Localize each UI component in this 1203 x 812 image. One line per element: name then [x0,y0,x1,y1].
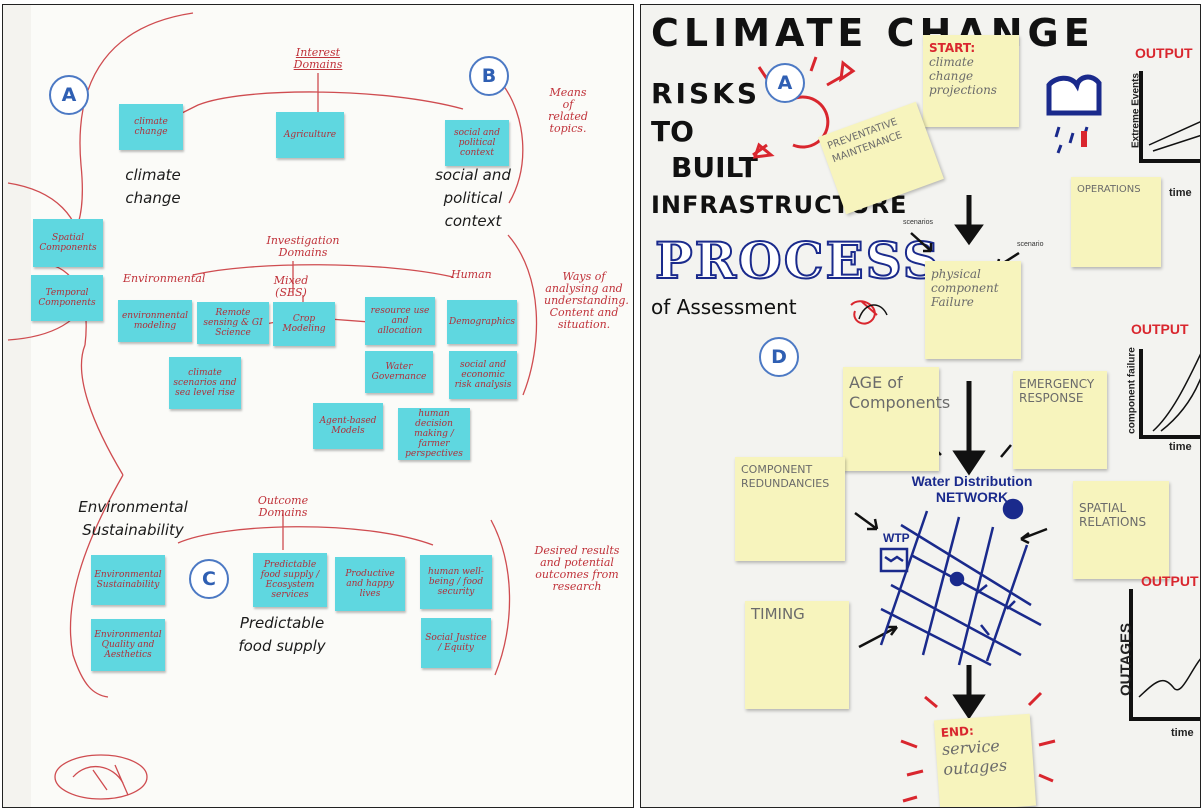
caption-predictable-food-supply: Predictable food supply [238,614,326,655]
sticky-note-component-redundancies: COMPONENT REDUNDANCIES [735,457,845,561]
output-label-middle: OUTPUT [1131,321,1189,337]
sticky-note-emergency-response: EMERGENCY RESPONSE [1013,371,1107,469]
sticky-note-human-wellbeing: human well-being / food security [420,555,492,609]
sticky-note-human-decision: human decision making / farmer perspecti… [398,408,470,460]
sticky-note-water-governance: Water Governance [365,351,433,393]
sticky-note-agriculture: Agriculture [276,112,344,158]
sticky-note-crop-modeling: Crop Modeling [273,302,335,346]
scenarios-label-1: scenarios [903,219,933,226]
start-body: climate change projections [929,55,997,97]
right-drawings [752,56,1200,803]
sticky-note-productive-lives: Productive and happy lives [335,557,405,611]
sticky-note-climate-scenarios: climate scenarios and sea level rise [169,357,241,409]
sticky-note-remote-sensing: Remote sensing & GI Science [197,302,269,344]
sticky-note-physical-failure: physical component Failure [925,261,1021,359]
axis-time-middle: time [1169,441,1192,453]
network-title: Water Distribution NETWORK [911,473,1033,505]
caption-social-political: social and political context [435,166,511,230]
title-risks: RISKS [651,77,761,110]
sticky-note-social-economic-risk: social and economic risk analysis [449,351,517,399]
badge-c: C [189,559,229,599]
sticky-note-spatial-relations: SPATIAL RELATIONS [1073,481,1169,579]
axis-extreme-events: Extreme Events [1130,72,1142,149]
sticky-note-social-political: social and political context [445,120,509,166]
badge-d: D [759,337,799,377]
sticky-note-environmental-quality: Environmental Quality and Aesthetics [91,619,165,671]
title-process: PROCESS [654,230,941,291]
axis-time-top: time [1169,187,1192,199]
investigation-side-note: Ways of analysing and understanding. Con… [544,270,629,331]
end-body: service outages [941,735,1008,779]
sticky-note-start: START: climate change projections [923,35,1019,127]
wtp-label: WTP [883,531,910,545]
sticky-note-operations: OPERATIONS [1071,177,1161,267]
investigation-domains-header: Investigation Domains [266,234,340,259]
right-photo-panel: CLIMATE CHANGE RISKS TO BUILT INFRASTRUC… [640,4,1201,808]
title-of-assessment: of Assessment [651,295,797,319]
sticky-note-social-justice: Social Justice / Equity [421,618,491,668]
sticky-note-spatial-components: Spatial Components [33,219,103,267]
sticky-note-environmental-sustainability: Environmental Sustainability [91,555,165,605]
sticky-note-timing: TIMING [745,601,849,709]
outcome-domains-header: Outcome Domains [257,494,309,519]
environmental-header: Environmental [123,272,206,285]
sticky-note-agent-based-models: Agent-based Models [313,403,383,449]
caption-environmental-sustainability: Environmental Sustainability [78,498,188,539]
output-label-bottom: OUTPUT [1141,573,1199,589]
title-built: BUILT [671,151,758,184]
badge-a-left: A [49,75,89,115]
badge-b: B [469,56,509,96]
caption-climate-change: climate change [125,166,181,207]
left-photo-panel: Interest Domains Investigation Domains O… [2,4,634,808]
start-tag: START: [929,41,976,55]
axis-component-failure: component failure [1126,347,1138,434]
output-label-top: OUTPUT [1135,45,1193,61]
sticky-note-end: END: service outages [933,713,1037,807]
interest-domains-header: Interest Domains [293,46,343,71]
sticky-note-food-supply: Predictable food supply / Ecosystem serv… [253,553,327,607]
scenarios-label-2: scenario [1017,241,1044,248]
sticky-note-demographics: Demographics [447,300,517,344]
badge-a-right: A [765,63,805,103]
human-header: Human [451,268,492,281]
title-to: TO [651,115,694,148]
interest-side-note: Means of related topics. [548,86,588,135]
sticky-note-temporal-components: Temporal Components [31,275,103,321]
axis-time-bottom: time [1171,727,1194,739]
mixed-header: Mixed (SES) [273,274,309,299]
sticky-note-climate-change: climate change [119,104,183,150]
sticky-note-age-of-components: AGE of Components [843,367,950,471]
sticky-note-resource-use: resource use and allocation [365,297,435,345]
outcome-side-note: Desired results and potential outcomes f… [534,544,620,593]
sticky-note-environmental-modeling: environmental modeling [118,300,192,342]
axis-outages: OUTAGES [1117,622,1135,697]
